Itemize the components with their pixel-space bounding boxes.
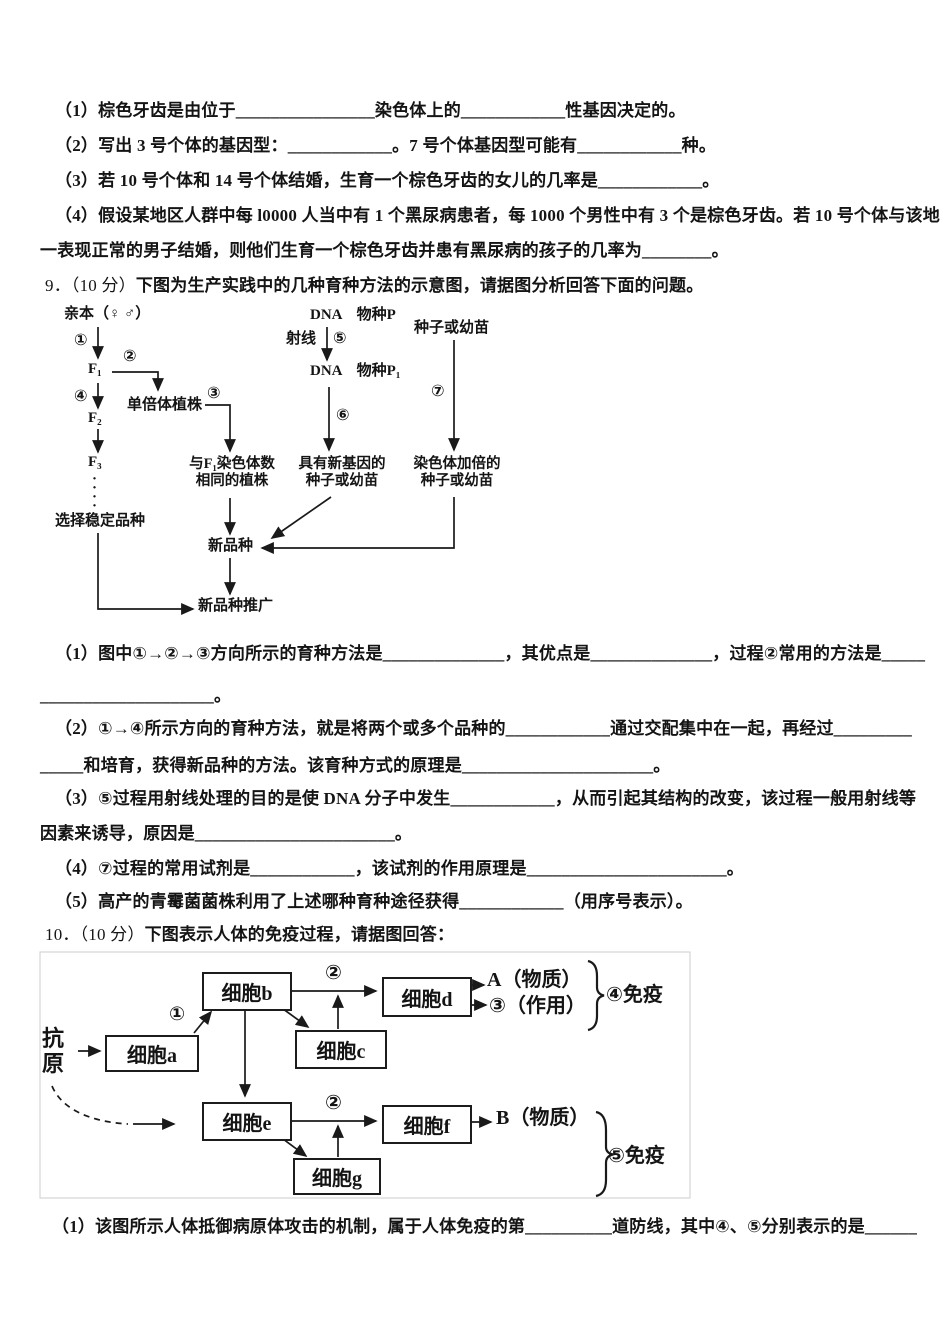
node-f2: F₂ <box>88 410 102 426</box>
step-3-label: ③ <box>207 385 221 402</box>
arrow-select-to-promotion <box>97 533 195 615</box>
cell-a-box: 细胞a <box>105 1035 199 1072</box>
q9-sub-4: （4）⑦过程的常用试剂是____________，该试剂的作用原理是______… <box>55 859 744 878</box>
step-6-label: ⑥ <box>336 407 350 424</box>
q9-sub-1b: ____________________。 <box>40 686 232 705</box>
q10-number: 10．（10 分） <box>45 925 145 944</box>
node-select-stable: 选择稳定品种 <box>55 513 146 529</box>
node-same-chromosome-line2: 相同的植株 <box>195 473 269 489</box>
node-f1: F₁ <box>88 361 102 377</box>
node-chromosome-doubled: 染色体加倍的 种子或幼苗 <box>411 456 503 490</box>
output-3-label: ③（作用） <box>489 995 586 1017</box>
immune-step-1-label: ① <box>169 1004 186 1025</box>
q10-sub-1: （1）该图所示人体抵御病原体攻击的机制，属于人体免疫的第__________道防… <box>52 1217 918 1236</box>
node-parents: 亲本（♀ ♂） <box>64 306 151 322</box>
q10-header: 10．（10 分）下图表示人体的免疫过程，请据图回答： <box>45 924 454 946</box>
q8-line-1: （1）棕色牙齿是由位于________________染色体上的________… <box>55 101 686 120</box>
q9-number: 9．（10 分） <box>45 276 136 295</box>
q8-line-4: （4）假设某地区人群中每 l0000 人当中有 1 个黑尿病患者，每 1000 … <box>55 206 940 225</box>
node-doubled-line1: 染色体加倍的 <box>413 456 501 472</box>
q9-sub-3: （3）⑤过程用射线处理的目的是使 DNA 分子中发生____________，从… <box>55 789 917 808</box>
step-5-label: ⑤ <box>333 330 347 347</box>
output-a-label: A（物质） <box>487 969 582 991</box>
node-doubled-line2: 种子或幼苗 <box>420 473 494 489</box>
node-new-variety: 新品种 <box>208 538 254 554</box>
q10-title: 下图表示人体的免疫过程，请据图回答： <box>144 925 455 944</box>
antigen-label: 抗原 <box>42 1026 65 1077</box>
brace-immunity-4 <box>587 959 605 1032</box>
q9-title: 下图为生产实践中的几种育种方法的示意图，请据图分析回答下面的问题。 <box>135 276 704 295</box>
node-dna-species-p1: DNA 物种P₁ <box>310 363 401 379</box>
immune-step-2-top-label: ② <box>325 962 342 984</box>
cell-f-box: 细胞f <box>382 1105 472 1144</box>
q9-header: 9．（10 分）下图为生产实践中的几种育种方法的示意图，请据图分析回答下面的问题… <box>45 275 703 297</box>
q8-line-2: （2）写出 3 号个体的基因型：____________。7 号个体基因型可能有… <box>55 136 717 155</box>
immunity-4-label: ④免疫 <box>606 984 663 1006</box>
arrow-cell-a-to-cell-b <box>193 1010 213 1034</box>
node-new-gene-line2: 种子或幼苗 <box>305 473 379 489</box>
cell-d-box: 细胞d <box>382 977 472 1017</box>
q9-sub-1: （1）图中①→②→③方向所示的育种方法是______________，其优点是_… <box>55 644 926 663</box>
q9-sub-2b: _____和培育，获得新品种的方法。该育种方式的原理是_____________… <box>40 756 671 775</box>
arrow-haploid-to-samechrom <box>205 404 236 453</box>
immunity-5-label: ⑤免疫 <box>608 1145 665 1167</box>
node-new-gene-seedling: 具有新基因的 种子或幼苗 <box>297 456 387 490</box>
step-7-label: ⑦ <box>431 383 445 400</box>
node-promotion: 新品种推广 <box>198 598 274 614</box>
node-seedling: 种子或幼苗 <box>414 320 490 336</box>
ellipsis-dots: ···· <box>92 471 98 514</box>
q9-sub-5: （5）高产的青霉菌菌株利用了上述哪种育种途径获得____________（用序号… <box>55 892 693 911</box>
cell-g-box: 细胞g <box>293 1158 381 1195</box>
q8-line-5: 一表现正常的男子结婚，则他们生育一个棕色牙齿并患有黑尿病的孩子的几率为_____… <box>40 241 729 260</box>
dashed-antigen-curve <box>51 1085 129 1125</box>
cell-b-box: 细胞b <box>202 972 292 1011</box>
arrow-f1-to-haploid <box>112 371 164 392</box>
node-ray: 射线 <box>286 331 317 347</box>
q9-sub-2: （2）①→④所示方向的育种方法，就是将两个或多个品种的____________通… <box>55 719 912 738</box>
cell-e-box: 细胞e <box>202 1102 292 1141</box>
step-1-label: ① <box>74 332 88 349</box>
node-haploid: 单倍体植株 <box>127 397 203 413</box>
q9-sub-3b: 因素来诱导，原因是_______________________。 <box>40 824 413 843</box>
arrow-newgene-to-newvariety <box>270 496 332 539</box>
node-same-chromosome-line1: 与F₁染色体数 <box>189 456 275 472</box>
cell-c-box: 细胞c <box>295 1030 387 1069</box>
node-f3: F₃ <box>88 454 102 470</box>
node-dna-species-p: DNA 物种P <box>310 307 396 323</box>
arrow-doubled-to-newvariety <box>260 497 455 554</box>
output-b-label: B（物质） <box>496 1107 590 1129</box>
immune-step-2-bottom-label: ② <box>325 1092 342 1114</box>
q8-line-3: （3）若 10 号个体和 14 号个体结婚，生育一个棕色牙齿的女儿的几率是___… <box>55 171 720 190</box>
node-same-chromosome: 与F₁染色体数 相同的植株 <box>186 456 278 490</box>
node-new-gene-line1: 具有新基因的 <box>298 456 386 472</box>
step-2-label: ② <box>123 348 137 365</box>
step-4-label: ④ <box>74 388 88 405</box>
